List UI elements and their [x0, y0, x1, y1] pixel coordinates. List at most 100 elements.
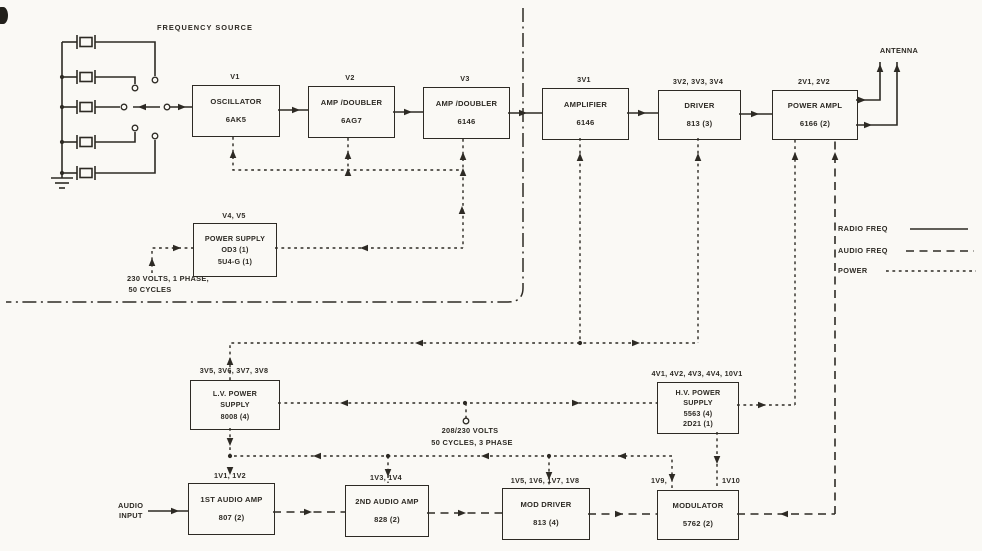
- designator-mod-driver: 1V5, 1V6, 1V7, 1V8: [510, 476, 580, 485]
- designator-v1: V1: [230, 72, 240, 81]
- block-label: OSCILLATOR: [210, 97, 262, 107]
- mains-single-phase-label: 230 VOLTS, 1 PHASE,: [127, 274, 209, 283]
- arrowhead: [758, 401, 766, 409]
- block-tube-label: 807 (2): [218, 513, 245, 522]
- power-lines: [151, 137, 976, 488]
- arrowhead: [694, 153, 702, 161]
- arrowhead: [576, 153, 584, 161]
- arrowhead: [313, 452, 321, 460]
- arrowheads-and-junction-dots: [59, 64, 901, 518]
- block-hv-power-supply: H.V. POWER SUPPLY 5563 (4) 2D21 (1): [657, 382, 739, 434]
- contact-circle: [131, 124, 139, 132]
- block-label: DRIVER: [684, 101, 715, 111]
- block-amplifier: AMPLIFIER 6146: [542, 88, 629, 140]
- mains-single-phase-label: 50 CYCLES: [128, 285, 172, 294]
- block-tube-label: OD3 (1): [221, 245, 249, 255]
- designator-modulator-1v9: 1V9,: [651, 476, 667, 485]
- block-power-supply: POWER SUPPLY OD3 (1) 5U4-G (1): [193, 223, 277, 277]
- arrowhead: [713, 456, 721, 464]
- designator-v3: V3: [460, 74, 470, 83]
- arrowhead: [458, 509, 466, 517]
- block-tube-label: 6146: [576, 118, 595, 127]
- arrowhead: [344, 168, 352, 176]
- block-oscillator: OSCILLATOR 6AK5: [192, 85, 280, 137]
- arrowhead: [618, 452, 626, 460]
- scan-smudge: [0, 7, 8, 24]
- arrowhead: [178, 103, 186, 111]
- section-divider-line: [6, 8, 524, 303]
- designator-hv-power-supply: 4V1, 4V2, 4V3, 4V4, 10V1: [651, 369, 743, 378]
- arrowhead: [831, 152, 839, 160]
- arrowhead: [572, 399, 580, 407]
- arrowhead: [344, 151, 352, 159]
- contact-circle: [120, 103, 128, 111]
- block-amp-doubler-1: AMP /DOUBLER 6AG7: [308, 86, 395, 138]
- contact-circle: [151, 76, 159, 84]
- block-label: POWER SUPPLY: [204, 234, 266, 244]
- block-label: 1ST AUDIO AMP: [200, 495, 263, 505]
- block-label: SUPPLY: [683, 398, 713, 408]
- legend-power-label: POWER: [838, 266, 868, 275]
- switch-contact-circles: [120, 76, 470, 425]
- block-label: 2ND AUDIO AMP: [355, 497, 419, 507]
- mains-three-phase-label: 50 CYCLES, 3 PHASE: [431, 438, 513, 447]
- block-label: H.V. POWER: [675, 388, 721, 398]
- block-tube-label: 828 (2): [374, 515, 400, 524]
- block-label: SUPPLY: [220, 400, 250, 410]
- arrowhead: [519, 109, 527, 117]
- arrowhead: [459, 168, 467, 176]
- audio-input-label: AUDIO: [118, 501, 144, 510]
- designator-driver: 3V2, 3V3, 3V4: [672, 77, 724, 86]
- block-label: AMPLIFIER: [563, 100, 608, 110]
- block-modulator: MODULATOR 5762 (2): [657, 490, 739, 540]
- arrowhead: [876, 64, 884, 72]
- arrowhead: [638, 109, 646, 117]
- block-lv-power-supply: L.V. POWER SUPPLY 8008 (4): [190, 380, 280, 430]
- arrowhead: [226, 357, 234, 365]
- block-tube-label: 5U4-G (1): [217, 256, 253, 266]
- arrowhead: [780, 510, 788, 518]
- contact-circle: [131, 84, 139, 92]
- block-label: POWER AMPL: [787, 101, 843, 111]
- arrowhead: [893, 64, 901, 72]
- designator-1st-audio-amp: 1V1, 1V2: [214, 471, 246, 480]
- arrowhead: [415, 339, 423, 347]
- block-label: AMP /DOUBLER: [320, 98, 383, 108]
- audio-input-label: INPUT: [119, 511, 143, 520]
- arrowhead: [229, 150, 237, 158]
- contact-circle: [151, 132, 159, 140]
- designator-power-ampl: 2V1, 2V2: [798, 77, 830, 86]
- block-tube-label: 6AG7: [341, 116, 362, 125]
- designator-power-supply: V4, V5: [222, 211, 246, 220]
- arrowhead: [304, 508, 312, 516]
- arrowhead: [545, 472, 553, 480]
- block-tube-label: 6AK5: [225, 115, 247, 124]
- designator-lv-power-supply: 3V5, 3V6, 3V7, 3V8: [199, 366, 269, 375]
- designator-v2: V2: [345, 73, 355, 82]
- block-tube-label: 2D21 (1): [683, 418, 713, 428]
- arrowhead: [148, 258, 156, 266]
- block-power-ampl: POWER AMPL 6166 (2): [772, 90, 858, 140]
- block-label: MOD DRIVER: [520, 500, 572, 510]
- arrowhead: [292, 106, 300, 114]
- legend-audio-freq-label: AUDIO FREQ: [838, 246, 888, 255]
- block-driver: DRIVER 813 (3): [658, 90, 741, 140]
- arrowhead: [858, 96, 866, 104]
- arrowhead: [791, 152, 799, 160]
- arrowhead: [481, 452, 489, 460]
- mains-three-phase-label: 208/230 VOLTS: [441, 426, 499, 435]
- arrowhead: [340, 399, 348, 407]
- block-label: AMP /DOUBLER: [435, 99, 498, 109]
- contact-circle: [462, 417, 470, 425]
- arrowhead: [360, 244, 368, 252]
- block-tube-label: 6146: [457, 117, 476, 126]
- arrowhead: [459, 152, 467, 160]
- designator-2nd-audio-amp: 1V3, 1V4: [370, 473, 402, 482]
- arrowhead: [668, 474, 676, 482]
- block-amp-doubler-2: AMP /DOUBLER 6146: [423, 87, 510, 139]
- block-label: MODULATOR: [672, 501, 724, 511]
- block-tube-label: 813 (4): [533, 518, 559, 527]
- designator-modulator-1v10: 1V10: [722, 476, 740, 485]
- block-mod-driver: MOD DRIVER 813 (4): [502, 488, 590, 540]
